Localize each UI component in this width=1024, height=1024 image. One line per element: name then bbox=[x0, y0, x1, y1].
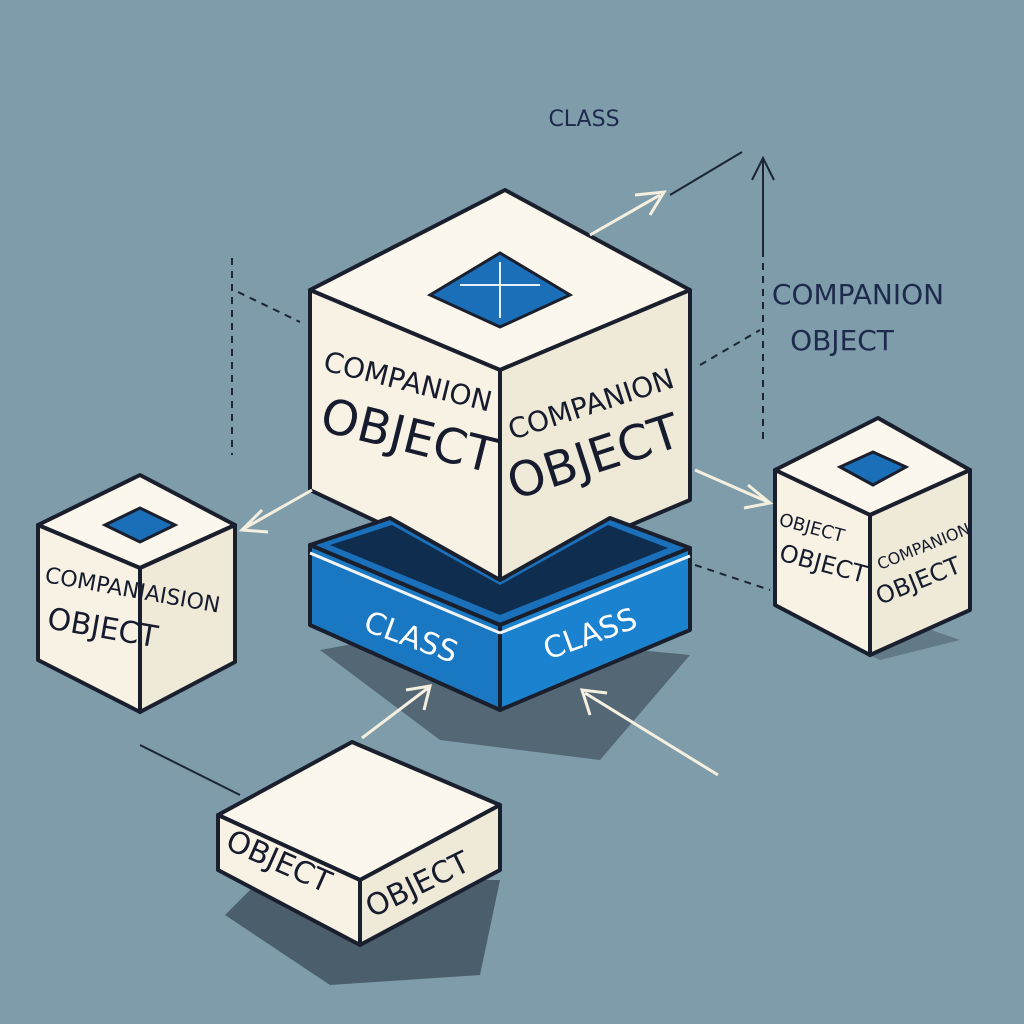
thin-connector-bottom-left bbox=[139, 744, 241, 796]
main-cube: COMPANION OBJECT COMPANION OBJECT bbox=[308, 188, 692, 582]
bottom-object-box: OBJECT OBJECT bbox=[216, 740, 502, 947]
diamond-icon bbox=[836, 450, 910, 487]
left-cube: COMPANIAISION OBJECT bbox=[36, 473, 237, 714]
arrow-top-right bbox=[589, 193, 661, 237]
arrow-to-left-cube bbox=[244, 488, 313, 530]
side-companion-label-line2: OBJECT bbox=[790, 324, 895, 357]
dashed-connector-left-diag bbox=[237, 291, 301, 323]
class-platform: CLASS CLASS bbox=[308, 516, 692, 712]
arrow-bottom-right-up bbox=[584, 691, 719, 777]
dashed-connector-right-diag bbox=[699, 329, 761, 366]
connectors bbox=[139, 151, 775, 796]
up-arrow-head bbox=[751, 155, 775, 181]
arrow-to-right-cube bbox=[694, 468, 769, 504]
right-cube: OBJECT OBJECT COMPANION OBJECT bbox=[773, 416, 973, 657]
top-class-label: CLASS bbox=[548, 107, 619, 132]
arrows bbox=[238, 190, 774, 777]
diamond-icon bbox=[101, 506, 179, 544]
arrow-bottom-left-up bbox=[361, 686, 429, 740]
side-companion-label-line1: COMPANION bbox=[772, 278, 944, 311]
thin-connector-top bbox=[669, 151, 743, 196]
dashed-connector-bottom-right bbox=[694, 564, 771, 591]
